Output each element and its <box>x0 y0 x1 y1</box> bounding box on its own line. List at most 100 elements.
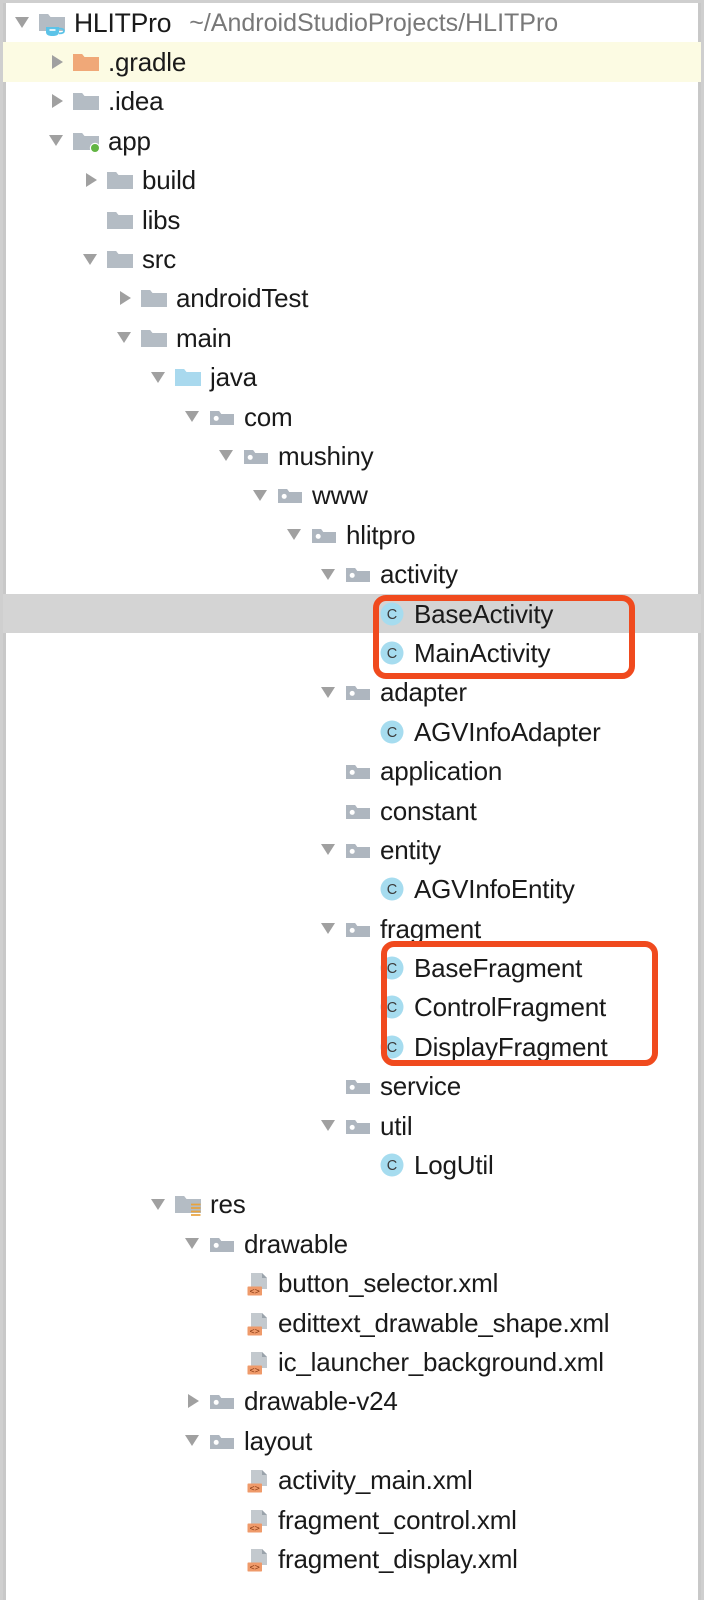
chevron-right-icon[interactable] <box>181 1382 207 1421</box>
tree-leaf-spacer <box>317 791 343 830</box>
tree-row[interactable]: layout <box>3 1421 701 1460</box>
tree-item-label: layout <box>244 1425 313 1456</box>
chevron-down-icon[interactable] <box>317 555 343 594</box>
project-root-label: HLITPro <box>74 7 172 38</box>
chevron-down-icon[interactable] <box>113 318 139 357</box>
tree-row[interactable]: build <box>3 161 701 200</box>
tree-item-label: libs <box>142 204 181 235</box>
package-icon <box>207 1426 237 1456</box>
tree-item-label: androidTest <box>176 283 309 314</box>
module-java-folder-icon <box>37 8 67 38</box>
chevron-down-icon[interactable] <box>147 1185 173 1224</box>
tree-row[interactable]: www <box>3 476 701 515</box>
svg-text:C: C <box>387 1040 397 1056</box>
xml-file-icon: <> <box>241 1544 271 1574</box>
tree-row[interactable]: activity <box>3 554 701 594</box>
tree-row[interactable]: util <box>3 1106 701 1145</box>
chevron-right-icon[interactable] <box>79 161 105 200</box>
tree-row[interactable]: <>fragment_display.xml <box>3 1539 701 1578</box>
chevron-down-icon[interactable] <box>181 1224 207 1263</box>
tree-row[interactable]: entity <box>3 830 701 869</box>
tree-root-row[interactable]: HLITPro~/AndroidStudioProjects/HLITPro <box>3 3 701 42</box>
tree-row[interactable]: adapter <box>3 673 701 712</box>
tree-row[interactable]: <>fragment_control.xml <box>3 1500 701 1539</box>
tree-row[interactable]: <>button_selector.xml <box>3 1264 701 1303</box>
package-icon <box>343 835 373 865</box>
tree-item-label: res <box>210 1189 246 1220</box>
package-icon <box>309 520 339 550</box>
tree-row[interactable]: res <box>3 1185 701 1224</box>
chevron-down-icon[interactable] <box>181 1421 207 1460</box>
chevron-down-icon[interactable] <box>215 436 241 475</box>
tree-row[interactable]: com <box>3 397 701 436</box>
package-icon <box>343 756 373 786</box>
java-class-icon: C <box>377 599 407 629</box>
xml-file-icon: <> <box>241 1268 271 1298</box>
chevron-right-icon[interactable] <box>45 82 71 121</box>
chevron-right-icon[interactable] <box>45 43 71 82</box>
res-folder-icon <box>173 1189 203 1219</box>
chevron-down-icon[interactable] <box>317 909 343 948</box>
chevron-down-icon[interactable] <box>11 3 37 42</box>
folder-icon <box>105 244 135 274</box>
xml-file-icon: <> <box>241 1465 271 1495</box>
chevron-down-icon[interactable] <box>317 830 343 869</box>
tree-row[interactable]: java <box>3 358 701 397</box>
tree-item-label: adapter <box>380 677 467 708</box>
chevron-down-icon[interactable] <box>317 1106 343 1145</box>
package-icon <box>343 559 373 589</box>
java-class-icon: C <box>377 1032 407 1062</box>
xml-file-icon: <> <box>241 1347 271 1377</box>
tree-leaf-spacer <box>351 1146 377 1185</box>
tree-row[interactable]: hlitpro <box>3 515 701 554</box>
chevron-down-icon[interactable] <box>317 673 343 712</box>
tree-row[interactable]: service <box>3 1067 701 1106</box>
tree-row[interactable]: constant <box>3 791 701 830</box>
folder-excluded-icon <box>71 47 101 77</box>
tree-item-label: AGVInfoAdapter <box>414 716 601 747</box>
tree-row[interactable]: drawable <box>3 1224 701 1263</box>
tree-row[interactable]: .idea <box>3 82 701 121</box>
tree-row[interactable]: main <box>3 318 701 357</box>
chevron-down-icon[interactable] <box>283 515 309 554</box>
tree-row[interactable]: app <box>3 121 701 160</box>
chevron-down-icon[interactable] <box>45 121 71 160</box>
tree-row[interactable]: fragment <box>3 909 701 948</box>
chevron-down-icon[interactable] <box>79 240 105 279</box>
chevron-right-icon[interactable] <box>113 279 139 318</box>
tree-row[interactable]: mushiny <box>3 436 701 475</box>
tree-item-label: build <box>142 165 196 196</box>
tree-row[interactable]: <>ic_launcher_background.xml <box>3 1342 701 1381</box>
tree-row[interactable]: drawable-v24 <box>3 1382 701 1421</box>
tree-item-label: util <box>380 1110 413 1141</box>
right-scrollbar-track[interactable] <box>698 3 701 1600</box>
tree-row[interactable]: <>edittext_drawable_shape.xml <box>3 1303 701 1342</box>
chevron-down-icon[interactable] <box>147 358 173 397</box>
package-icon <box>207 1229 237 1259</box>
chevron-down-icon[interactable] <box>249 476 275 515</box>
chevron-down-icon[interactable] <box>181 397 207 436</box>
project-tree-body[interactable]: HLITPro~/AndroidStudioProjects/HLITPro.g… <box>3 3 701 1579</box>
package-icon <box>343 1111 373 1141</box>
tree-row[interactable]: androidTest <box>3 279 701 318</box>
tree-row[interactable]: src <box>3 239 701 279</box>
tree-row[interactable]: libs <box>3 200 701 239</box>
tree-row[interactable]: .gradle <box>3 42 701 82</box>
tree-item-label: ControlFragment <box>414 992 607 1023</box>
package-icon <box>343 677 373 707</box>
package-icon <box>343 796 373 826</box>
tree-item-label: src <box>142 244 177 275</box>
tree-row[interactable]: application <box>3 751 701 790</box>
tree-item-label: application <box>380 756 503 787</box>
tree-row[interactable]: <>activity_main.xml <box>3 1460 701 1499</box>
svg-text:C: C <box>387 1158 397 1174</box>
